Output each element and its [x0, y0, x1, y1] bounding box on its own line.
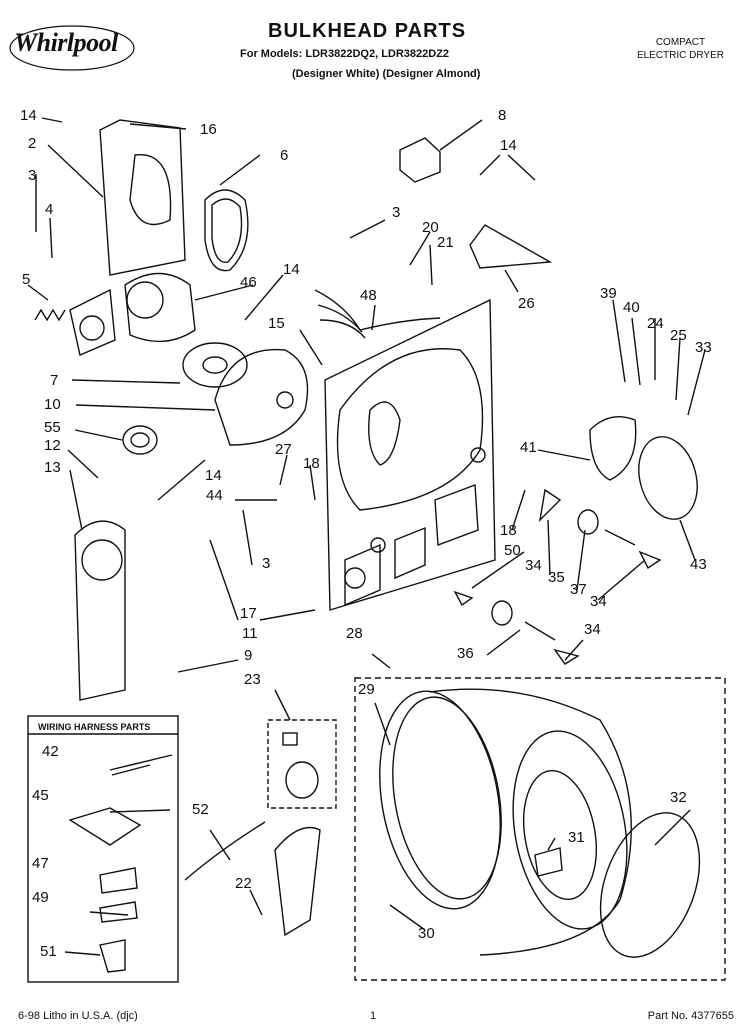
callout-24: 24	[647, 315, 664, 332]
callout-44: 44	[206, 487, 223, 504]
callout-27: 27	[275, 441, 292, 458]
harness-box	[267, 719, 337, 809]
callout-6: 6	[280, 147, 289, 164]
callout-28: 28	[346, 625, 363, 642]
callout-15: 15	[268, 315, 285, 332]
callout-42: 42	[42, 743, 59, 760]
callout-29: 29	[358, 681, 375, 698]
callout-20: 20	[422, 219, 439, 236]
callout-43: 43	[690, 556, 707, 573]
drum-rim	[379, 690, 501, 910]
callout-34-b: 34	[590, 593, 607, 610]
blower-wheel	[182, 342, 248, 388]
callout-18-b: 18	[500, 522, 517, 539]
callout-48: 48	[360, 287, 377, 304]
callout-3-c: 3	[262, 555, 271, 572]
callout-12: 12	[44, 437, 61, 454]
callout-14: 14	[20, 107, 37, 124]
callout-33: 33	[695, 339, 712, 356]
callout-50: 50	[504, 542, 521, 559]
callout-14-c: 14	[500, 137, 517, 154]
callout-52: 52	[192, 801, 209, 818]
page-title: BULKHEAD PARTS	[268, 20, 467, 42]
harness-22	[274, 826, 321, 937]
callout-39: 39	[600, 285, 617, 302]
callout-5: 5	[22, 271, 31, 288]
callout-14-b: 14	[283, 261, 300, 278]
callout-8: 8	[498, 107, 507, 124]
callout-3-b: 3	[392, 204, 401, 221]
callout-23: 23	[244, 671, 261, 688]
callout-7: 7	[50, 372, 59, 389]
callout-40: 40	[623, 299, 640, 316]
motor-bracket	[69, 288, 116, 356]
callout-55: 55	[44, 419, 61, 436]
duct-housing	[124, 272, 196, 343]
drum-opening	[336, 348, 484, 511]
wire-52	[184, 821, 266, 881]
callout-34: 34	[525, 557, 542, 574]
callout-46: 46	[240, 274, 257, 291]
callout-13: 13	[44, 459, 61, 476]
light-cover	[638, 436, 698, 520]
callout-16: 16	[200, 121, 217, 138]
callout-41: 41	[520, 439, 537, 456]
brand-logo: Whirlpool	[14, 28, 118, 57]
category-line-2: ELECTRIC DRYER	[636, 50, 724, 61]
model-list: For Models: LDR3822DQ2, LDR3822DZ2	[240, 48, 450, 60]
callout-35: 35	[548, 569, 565, 586]
callout-47: 47	[32, 855, 49, 872]
spring-coil	[34, 308, 66, 322]
model-variants: (Designer White) (Designer Almond)	[292, 68, 481, 80]
callout-10: 10	[44, 396, 61, 413]
callout-18: 18	[303, 455, 320, 472]
drum-box	[354, 677, 726, 981]
page-number: 1	[370, 1010, 377, 1022]
callout-51: 51	[40, 943, 57, 960]
callout-34-c: 34	[584, 621, 601, 638]
callout-25: 25	[670, 327, 687, 344]
callout-31: 31	[568, 829, 585, 846]
callout-17: 17	[240, 605, 257, 622]
product-category: COMPACT ELECTRIC DRYER	[637, 36, 724, 62]
callout-14-d: 14	[205, 467, 222, 484]
bearing-ring	[122, 425, 158, 455]
footer-litho: 6-98 Litho in U.S.A. (djc)	[18, 1010, 138, 1022]
callout-22: 22	[235, 875, 252, 892]
legend-frame	[27, 715, 179, 983]
callout-32: 32	[670, 789, 687, 806]
callout-37: 37	[570, 581, 587, 598]
callout-4: 4	[45, 201, 54, 218]
light-housing	[589, 416, 637, 481]
callout-21: 21	[437, 234, 454, 251]
logo-ring	[9, 25, 135, 71]
drive-belt	[599, 812, 701, 958]
plate-opening	[129, 154, 172, 226]
callout-3: 3	[28, 167, 37, 184]
baffle	[534, 847, 563, 877]
front-plate	[99, 119, 186, 276]
terminal-block	[399, 137, 441, 183]
drum-face	[512, 730, 628, 930]
callout-45: 45	[32, 787, 49, 804]
seal-ring	[204, 189, 249, 272]
callout-9: 9	[244, 647, 253, 664]
part-number: Part No. 4377655	[647, 1010, 734, 1022]
callout-30: 30	[418, 925, 435, 942]
legend-title: WIRING HARNESS PARTS	[38, 722, 151, 732]
callout-49: 49	[32, 889, 49, 906]
callout-11: 11	[242, 625, 258, 642]
drum-bearing	[577, 509, 599, 535]
callout-36: 36	[457, 645, 474, 662]
blower-housing	[214, 348, 309, 446]
callout-2: 2	[28, 135, 37, 152]
rear-bulkhead	[324, 298, 496, 611]
callout-26: 26	[518, 295, 535, 312]
corner-bracket	[469, 224, 553, 269]
category-line-1: COMPACT	[655, 37, 706, 48]
